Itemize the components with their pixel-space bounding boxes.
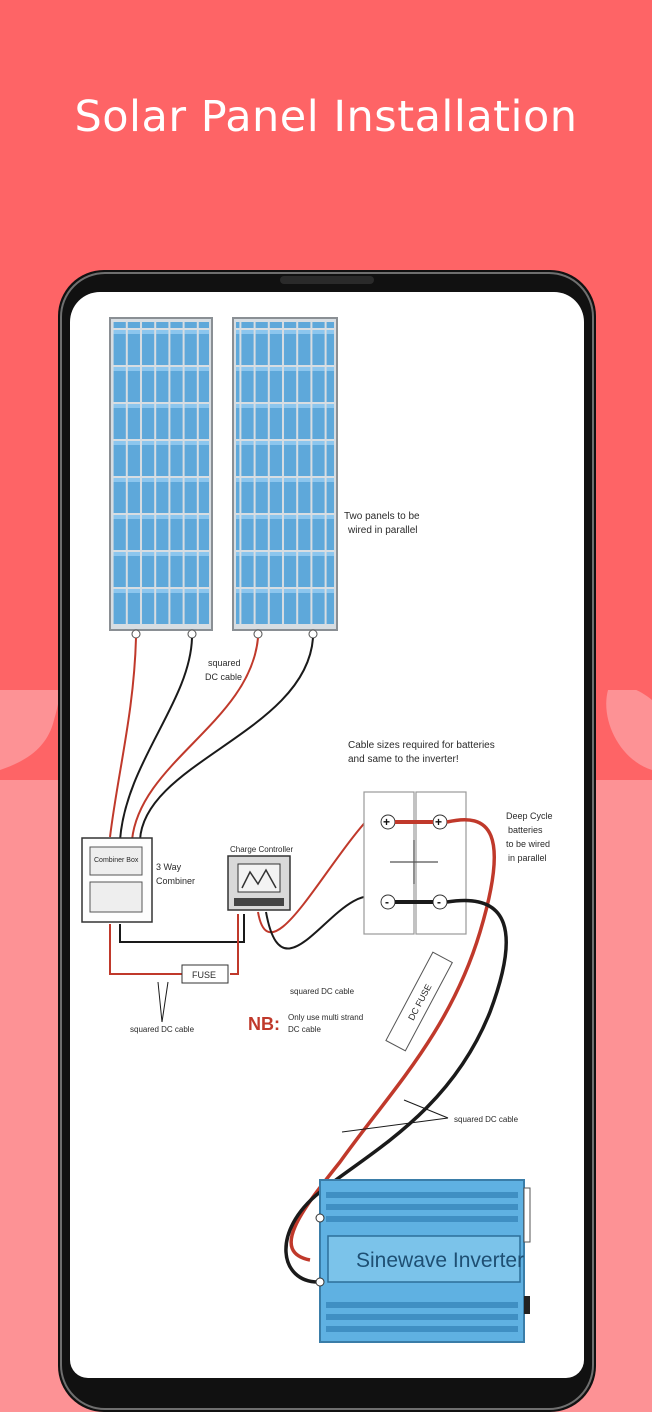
battery-left: [363, 791, 415, 935]
fuse-label: FUSE: [192, 970, 216, 980]
deep-cycle-line2: batteries: [508, 825, 543, 835]
phone-mockup: Two panels to be wired in parallel squar…: [58, 270, 596, 1412]
page-title: Solar Panel Installation: [74, 92, 578, 142]
panels-note-line2: wired in parallel: [347, 525, 417, 536]
deep-cycle-line3: to be wired: [506, 839, 550, 849]
svg-text:+: +: [435, 815, 442, 829]
combiner-box: Combiner Box: [81, 837, 153, 923]
battery-right: [415, 791, 467, 935]
nb-label: NB:: [248, 1014, 280, 1034]
solar-panel-left: [109, 317, 213, 631]
charge-controller: [227, 855, 291, 911]
squared-dc-cable-middle: squared DC cable: [290, 987, 355, 996]
solar-wiring-diagram: Two panels to be wired in parallel squar…: [81, 317, 553, 1343]
sinewave-inverter: Sinewave Inverter: [315, 1179, 531, 1343]
cable-size-line1: Cable sizes required for batteries: [348, 740, 495, 751]
charge-controller-label: Charge Controller: [230, 845, 293, 854]
cable-size-line2: and same to the inverter!: [348, 754, 459, 765]
svg-text:-: -: [385, 895, 389, 909]
squared-dc-cable-left: squared DC cable: [130, 1025, 195, 1034]
solar-panel-right: [232, 317, 338, 631]
svg-text:+: +: [383, 815, 390, 829]
panels-note-line1: Two panels to be: [344, 511, 420, 522]
nb-note-line1: Only use multi strand: [288, 1013, 363, 1022]
squared-label: squared: [208, 658, 241, 668]
deep-cycle-line4: in parallel: [508, 853, 547, 863]
screen-area: Two panels to be wired in parallel squar…: [70, 292, 584, 1378]
nb-note-line2: DC cable: [288, 1025, 321, 1034]
combiner-label: Combiner Box: [94, 857, 139, 864]
svg-text:-: -: [437, 895, 441, 909]
dc-cable-label: DC cable: [205, 672, 242, 682]
inverter-label: Sinewave Inverter: [356, 1249, 524, 1272]
deep-cycle-line1: Deep Cycle: [506, 811, 553, 821]
fuse-box: [181, 964, 229, 984]
dc-fuse: DC FUSE: [385, 951, 453, 1052]
combiner-side-line1: 3 Way: [156, 862, 182, 872]
combiner-side-line2: Combiner: [156, 876, 195, 886]
squared-dc-cable-right: squared DC cable: [454, 1115, 519, 1124]
